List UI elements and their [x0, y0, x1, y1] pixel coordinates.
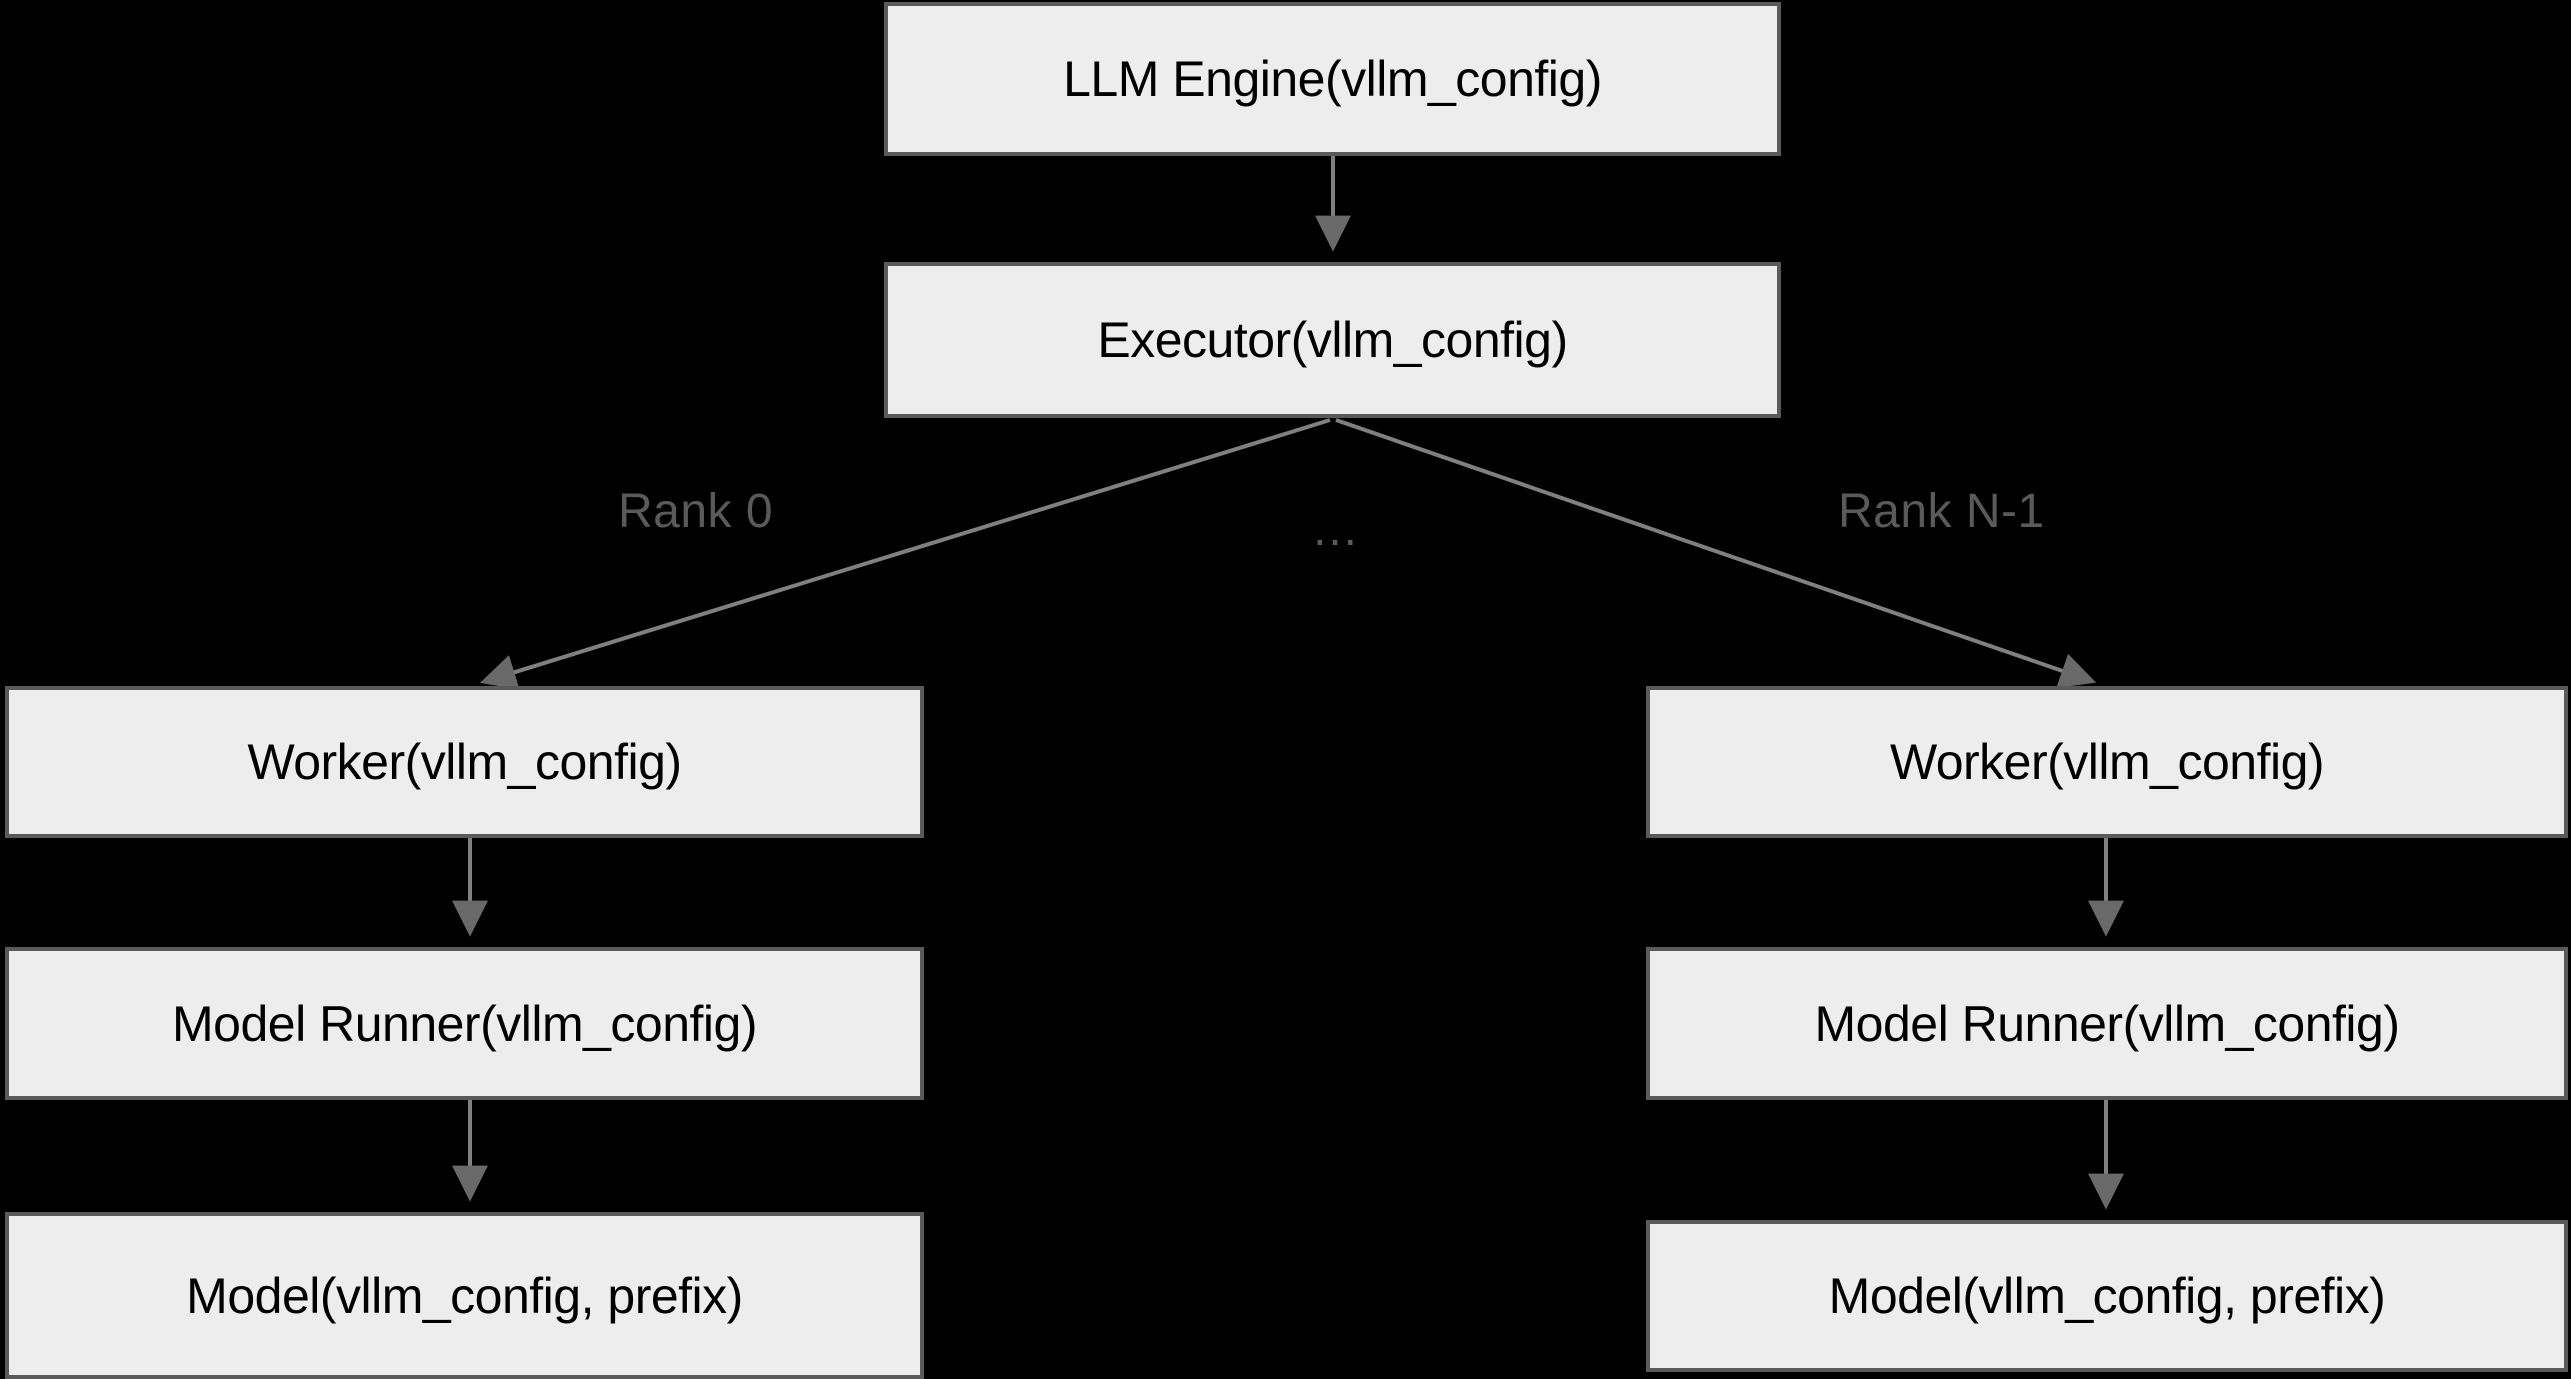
edge-executor-to-worker-rankn: [1335, 418, 2097, 688]
edge-executor-to-worker-rank0: [479, 418, 1331, 690]
node-llm-engine[interactable]: LLM Engine(vllm_config): [884, 2, 1781, 156]
node-model-runner-rank0[interactable]: Model Runner(vllm_config): [5, 947, 924, 1100]
node-executor[interactable]: Executor(vllm_config): [884, 262, 1781, 418]
node-model-rank-n[interactable]: Model(vllm_config, prefix): [1646, 1220, 2568, 1372]
node-model-runner-rank-n[interactable]: Model Runner(vllm_config): [1646, 947, 2568, 1100]
edge-label-rank-0: Rank 0: [618, 485, 774, 538]
ellipsis-label: …: [1311, 503, 1359, 556]
node-model-rank0[interactable]: Model(vllm_config, prefix): [5, 1212, 924, 1379]
node-worker-rank-n[interactable]: Worker(vllm_config): [1646, 686, 2568, 838]
edge-label-rank-n-1: Rank N-1: [1838, 485, 2045, 538]
node-worker-rank0[interactable]: Worker(vllm_config): [5, 686, 924, 838]
